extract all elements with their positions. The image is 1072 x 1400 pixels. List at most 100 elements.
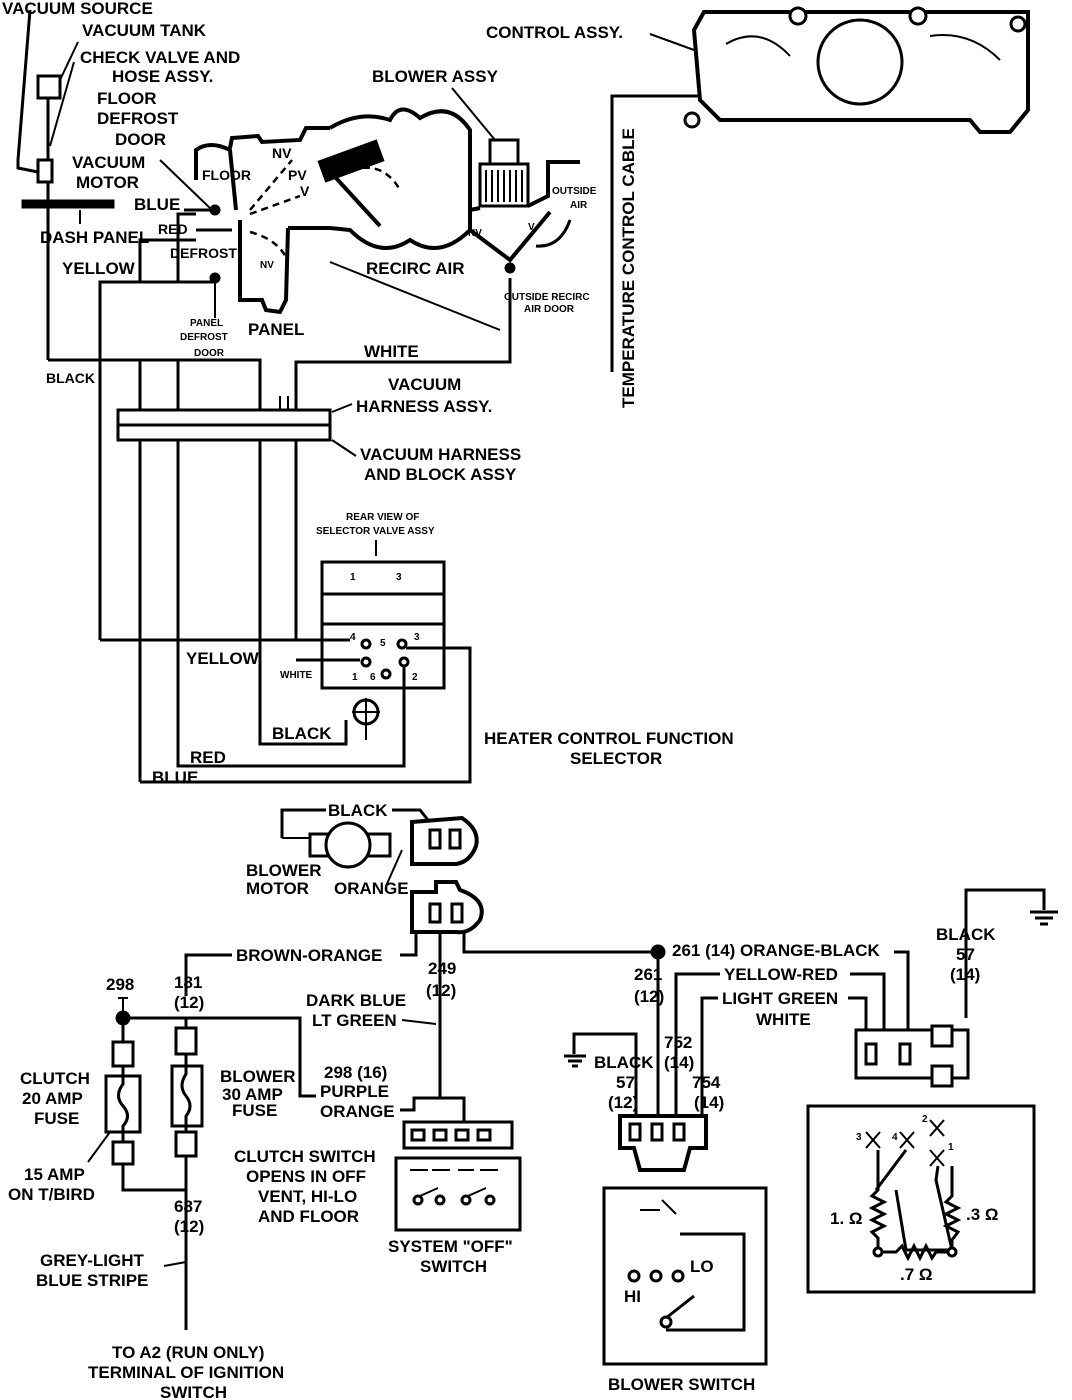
grey-stripe-label-2: BLUE STRIPE bbox=[36, 1271, 148, 1290]
clutch-fuse-label-3: FUSE bbox=[34, 1109, 79, 1128]
blower-assy-label: BLOWER ASSY bbox=[372, 67, 499, 86]
resistor-t1-label: 1 bbox=[948, 1142, 954, 1153]
wire-fuse-feeds bbox=[121, 1018, 188, 1042]
circuit-181-gauge: (12) bbox=[174, 993, 204, 1012]
clutch-fuse-bottom bbox=[111, 1140, 135, 1166]
recirc-door-pivot bbox=[504, 262, 516, 274]
vacuum-motor-label-2: MOTOR bbox=[76, 173, 139, 192]
blower-motor-label-1: BLOWER bbox=[246, 861, 322, 880]
blower-switch-group: 261 (14) ORANGE-BLACK 261 (12) YELLOW-RE… bbox=[564, 941, 910, 1394]
hose-blue-drop bbox=[176, 212, 196, 282]
plenum-top bbox=[228, 126, 330, 149]
control-assy-pointer bbox=[649, 33, 695, 51]
circuit-754-label: 754 bbox=[692, 1073, 721, 1092]
recirc-nv-label: NV bbox=[468, 228, 482, 239]
harness-assy-label-2: HARNESS ASSY. bbox=[356, 397, 492, 416]
clutch-fuse-top bbox=[111, 1040, 135, 1068]
resistor-pin-4 bbox=[930, 1064, 954, 1088]
door-v-label: V bbox=[300, 183, 310, 199]
temp-control-cable-label: TEMPERATURE CONTROL CABLE bbox=[619, 128, 638, 408]
plenum-doors-group: FLOOR DEFROST PANEL PANEL DEFROST DOOR N… bbox=[159, 126, 330, 359]
port-4-nipple bbox=[360, 638, 372, 650]
black-57-label: BLACK bbox=[594, 1053, 654, 1072]
harness-block-pointer bbox=[331, 439, 357, 457]
temp-door-swing bbox=[339, 166, 402, 191]
blower-motor-can bbox=[324, 821, 372, 869]
resistor-1-ohm-label: 1. Ω bbox=[830, 1209, 863, 1228]
blower-switch-pin-3 bbox=[672, 1122, 686, 1142]
wire-orange-label: ORANGE bbox=[320, 1102, 395, 1121]
resistor-0-3-ohm bbox=[942, 1166, 962, 1252]
door-pv-label: PV bbox=[288, 167, 307, 183]
door-nv-label-top: NV bbox=[272, 145, 292, 161]
floor-door-label: FLOOR bbox=[202, 167, 251, 183]
circuit-261-label: 261 bbox=[634, 965, 662, 984]
clutch-fuse-label-2: 20 AMP bbox=[22, 1089, 83, 1108]
vacuum-source-line bbox=[16, 9, 39, 174]
connector-a-pin-1 bbox=[428, 828, 442, 850]
selector-title-2: SELECTOR bbox=[570, 749, 662, 768]
selector-port-1: 1 bbox=[352, 672, 358, 683]
harness-block-label-1: VACUUM HARNESS bbox=[360, 445, 521, 464]
blower-motor-black-label: BLACK bbox=[328, 801, 388, 820]
panel-defrost-door-label-1: PANEL bbox=[190, 318, 223, 329]
blower-switch-lo-label: LO bbox=[690, 1257, 714, 1276]
system-off-pin-3 bbox=[454, 1128, 470, 1142]
resistor-pin-2 bbox=[898, 1042, 912, 1066]
to-a2-label-3: SWITCH bbox=[160, 1383, 227, 1400]
system-off-switch-group: 298 (16) PURPLE ORANGE CLUTCH SWITCH OPE… bbox=[234, 1063, 522, 1276]
circuit-752-gauge: (14) bbox=[664, 1053, 694, 1072]
system-off-pin-1 bbox=[410, 1128, 426, 1142]
heater-core bbox=[317, 139, 385, 183]
resistor-node-left bbox=[872, 1246, 884, 1258]
selector-port-5: 5 bbox=[380, 638, 386, 649]
vacuum-motor bbox=[36, 158, 54, 184]
selector-black-hose bbox=[258, 640, 348, 746]
selector-red-label: RED bbox=[190, 748, 226, 767]
resistor-t2-label: 2 bbox=[922, 1114, 928, 1125]
rear-view-label-1: REAR VIEW OF bbox=[346, 512, 419, 523]
circuit-752-label: 752 bbox=[664, 1033, 692, 1052]
blower-switch-hi-label: HI bbox=[624, 1287, 641, 1306]
wire-yellow-red-label: YELLOW-RED bbox=[724, 965, 838, 984]
selector-red-hose bbox=[176, 660, 406, 768]
check-valve-pointer bbox=[49, 61, 75, 147]
floor-defrost-door-pointer bbox=[159, 159, 213, 211]
control-knob-top-left bbox=[788, 6, 808, 26]
rear-view-label-2: SELECTOR VALVE ASSY bbox=[316, 526, 435, 537]
harness-tap bbox=[279, 396, 289, 411]
blower-switch-contact-m1 bbox=[649, 1269, 663, 1283]
resistor-node-right bbox=[946, 1246, 958, 1258]
blower-switch-common bbox=[659, 1315, 673, 1329]
blower-switch-label: BLOWER SWITCH bbox=[608, 1375, 755, 1394]
selector-valve-dividers bbox=[322, 592, 444, 626]
blower-switch-pin-1 bbox=[628, 1122, 642, 1142]
clutch-fuse-element bbox=[117, 1066, 129, 1142]
defrost-door-label: DEFROST bbox=[170, 245, 237, 261]
hose-yellow bbox=[98, 278, 214, 640]
panel-defrost-door-label-3: DOOR bbox=[194, 348, 225, 359]
selector-port-3: 3 bbox=[414, 632, 420, 643]
wire-lt-green-pointer bbox=[401, 1019, 437, 1025]
circuit-57-label: 57 bbox=[616, 1073, 635, 1092]
control-mount-left bbox=[683, 111, 701, 129]
blower-fuse-top bbox=[174, 1026, 198, 1056]
selector-yellow-label: YELLOW bbox=[186, 649, 260, 668]
clutch-switch-label-1: CLUTCH SWITCH bbox=[234, 1147, 376, 1166]
blower-motor-connector-b bbox=[410, 880, 484, 935]
wire-black-57-right bbox=[964, 888, 1046, 1018]
control-assy-label: CONTROL ASSY. bbox=[486, 23, 623, 42]
clutch-switch-label-3: VENT, HI-LO bbox=[258, 1187, 357, 1206]
circuit-298-label: 298 bbox=[106, 975, 134, 994]
control-assy-group: CONTROL ASSY. TEMPERATURE CONTROL CABLE bbox=[486, 6, 1030, 408]
blower-switch-contact-hi bbox=[627, 1269, 641, 1283]
selector-white-label: WHITE bbox=[280, 670, 313, 681]
vacuum-motor-label-1: VACUUM bbox=[72, 153, 145, 172]
floor-defrost-door-label-1: FLOOR bbox=[97, 89, 157, 108]
grey-stripe-pointer bbox=[163, 1261, 187, 1267]
blower-motor-connector-a bbox=[410, 815, 479, 866]
vacuum-tank bbox=[36, 74, 62, 100]
circuit-249-label: 249 bbox=[428, 959, 456, 978]
selector-port-1-top: 1 bbox=[350, 572, 356, 583]
resistor-0-7-ohm-label: .7 Ω bbox=[900, 1265, 933, 1284]
